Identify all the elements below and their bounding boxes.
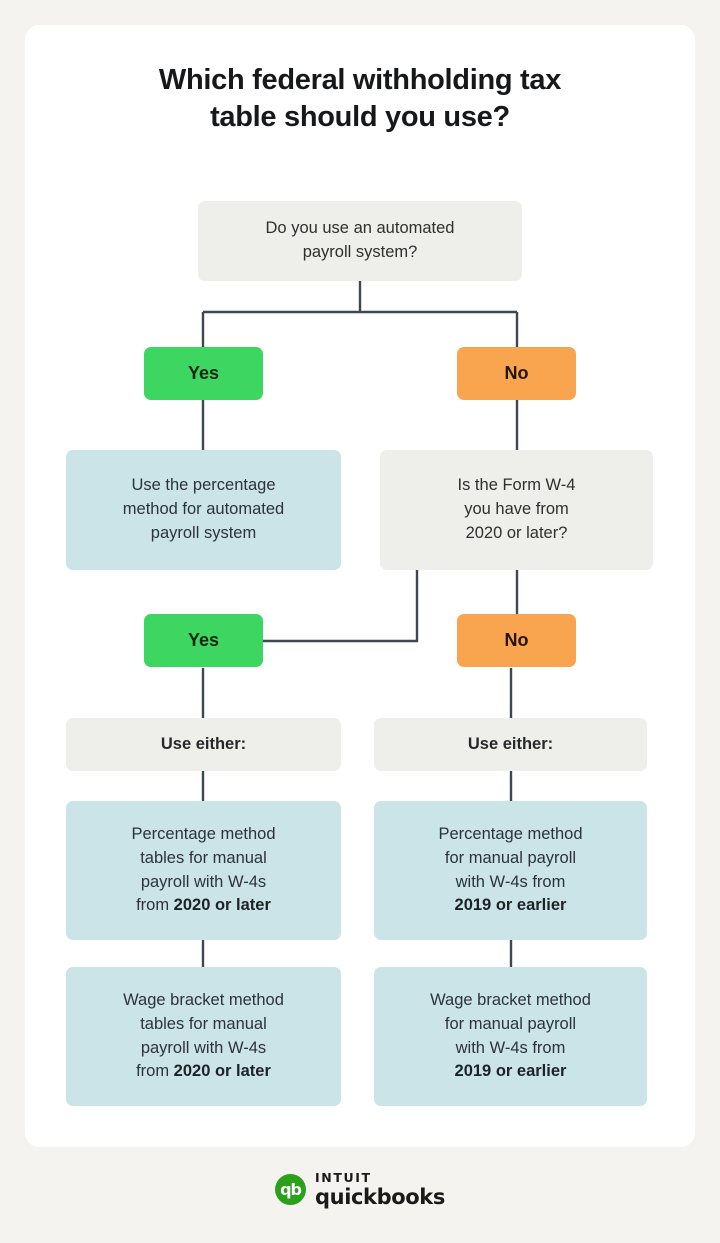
title-line-2: table should you use?	[210, 101, 510, 134]
answer-no-automated[interactable]: No	[457, 347, 576, 400]
question-automated-payroll: Do you use an automated payroll system?	[198, 201, 522, 281]
wage2020-line-3: payroll with W-4s	[140, 1038, 267, 1057]
automated-line-3: payroll system	[150, 523, 257, 542]
automated-line-2: method for automated	[122, 500, 285, 519]
pct2019-line-4-emphasis: 2019 or earlier	[454, 896, 567, 915]
result-percentage-tables-2020: Percentage method tables for manual payr…	[66, 801, 341, 940]
label-use-either-left: Use either:	[66, 718, 341, 771]
wage2020-line-4-prefix: from	[136, 1062, 174, 1081]
wage2020-line-4: from 2020 or later	[123, 1060, 284, 1084]
q1-line-1: Do you use an automated	[265, 219, 455, 238]
page-title: Which federal withholding tax table shou…	[60, 62, 660, 136]
q2-line-1: Is the Form W-4	[457, 476, 576, 495]
automated-line-1: Use the percentage	[131, 476, 276, 495]
wage2020-line-4-emphasis: 2020 or later	[173, 1062, 271, 1081]
pct2020-line-2: tables for manual	[140, 848, 267, 867]
answer-no-w4-2020[interactable]: No	[457, 614, 576, 667]
logo-intuit-text: INTUIT	[315, 1170, 372, 1185]
wage2019-line-1: Wage bracket method	[430, 990, 591, 1009]
pct2020-line-4-prefix: from	[136, 896, 174, 915]
wage2020-line-2: tables for manual	[140, 1014, 267, 1033]
q2-line-2: you have from	[464, 500, 569, 519]
pct2020-line-4-emphasis: 2020 or later	[173, 896, 271, 915]
wage2019-line-4: 2019 or earlier	[430, 1060, 591, 1084]
wage2019-line-4-emphasis: 2019 or earlier	[454, 1062, 567, 1081]
logo-wordmark: INTUIT quickbooks	[315, 1170, 445, 1209]
wage2020-line-1: Wage bracket method	[123, 990, 284, 1009]
pct2019-line-3: with W-4s from	[455, 872, 566, 891]
pct2019-line-2: for manual payroll	[444, 848, 577, 867]
pct2019-line-1: Percentage method	[438, 824, 583, 843]
wage2019-line-3: with W-4s from	[455, 1038, 566, 1057]
result-wage-bracket-tables-2020: Wage bracket method tables for manual pa…	[66, 967, 341, 1106]
wage2019-line-2: for manual payroll	[444, 1014, 577, 1033]
label-use-either-right: Use either:	[374, 718, 647, 771]
result-percentage-method-automated: Use the percentage method for automated …	[66, 450, 341, 570]
logo-quickbooks-text: quickbooks	[315, 1184, 445, 1209]
q1-line-2: payroll system?	[302, 243, 418, 261]
quickbooks-logo: qb INTUIT quickbooks	[0, 1170, 720, 1209]
question-form-w4-year: Is the Form W-4 you have from 2020 or la…	[380, 450, 653, 570]
quickbooks-circle-icon: qb	[275, 1174, 307, 1206]
pct2020-line-4: from 2020 or later	[131, 894, 275, 918]
title-line-1: Which federal withholding tax	[158, 64, 562, 96]
result-percentage-method-2019: Percentage method for manual payroll wit…	[374, 801, 647, 940]
result-wage-bracket-method-2019: Wage bracket method for manual payroll w…	[374, 967, 647, 1106]
answer-yes-w4-2020[interactable]: Yes	[144, 614, 263, 667]
pct2020-line-3: payroll with W-4s	[140, 872, 267, 891]
pct2020-line-1: Percentage method	[131, 824, 276, 843]
q2-line-3: 2020 or later?	[465, 523, 568, 542]
answer-yes-automated[interactable]: Yes	[144, 347, 263, 400]
pct2019-line-4: 2019 or earlier	[438, 894, 582, 918]
